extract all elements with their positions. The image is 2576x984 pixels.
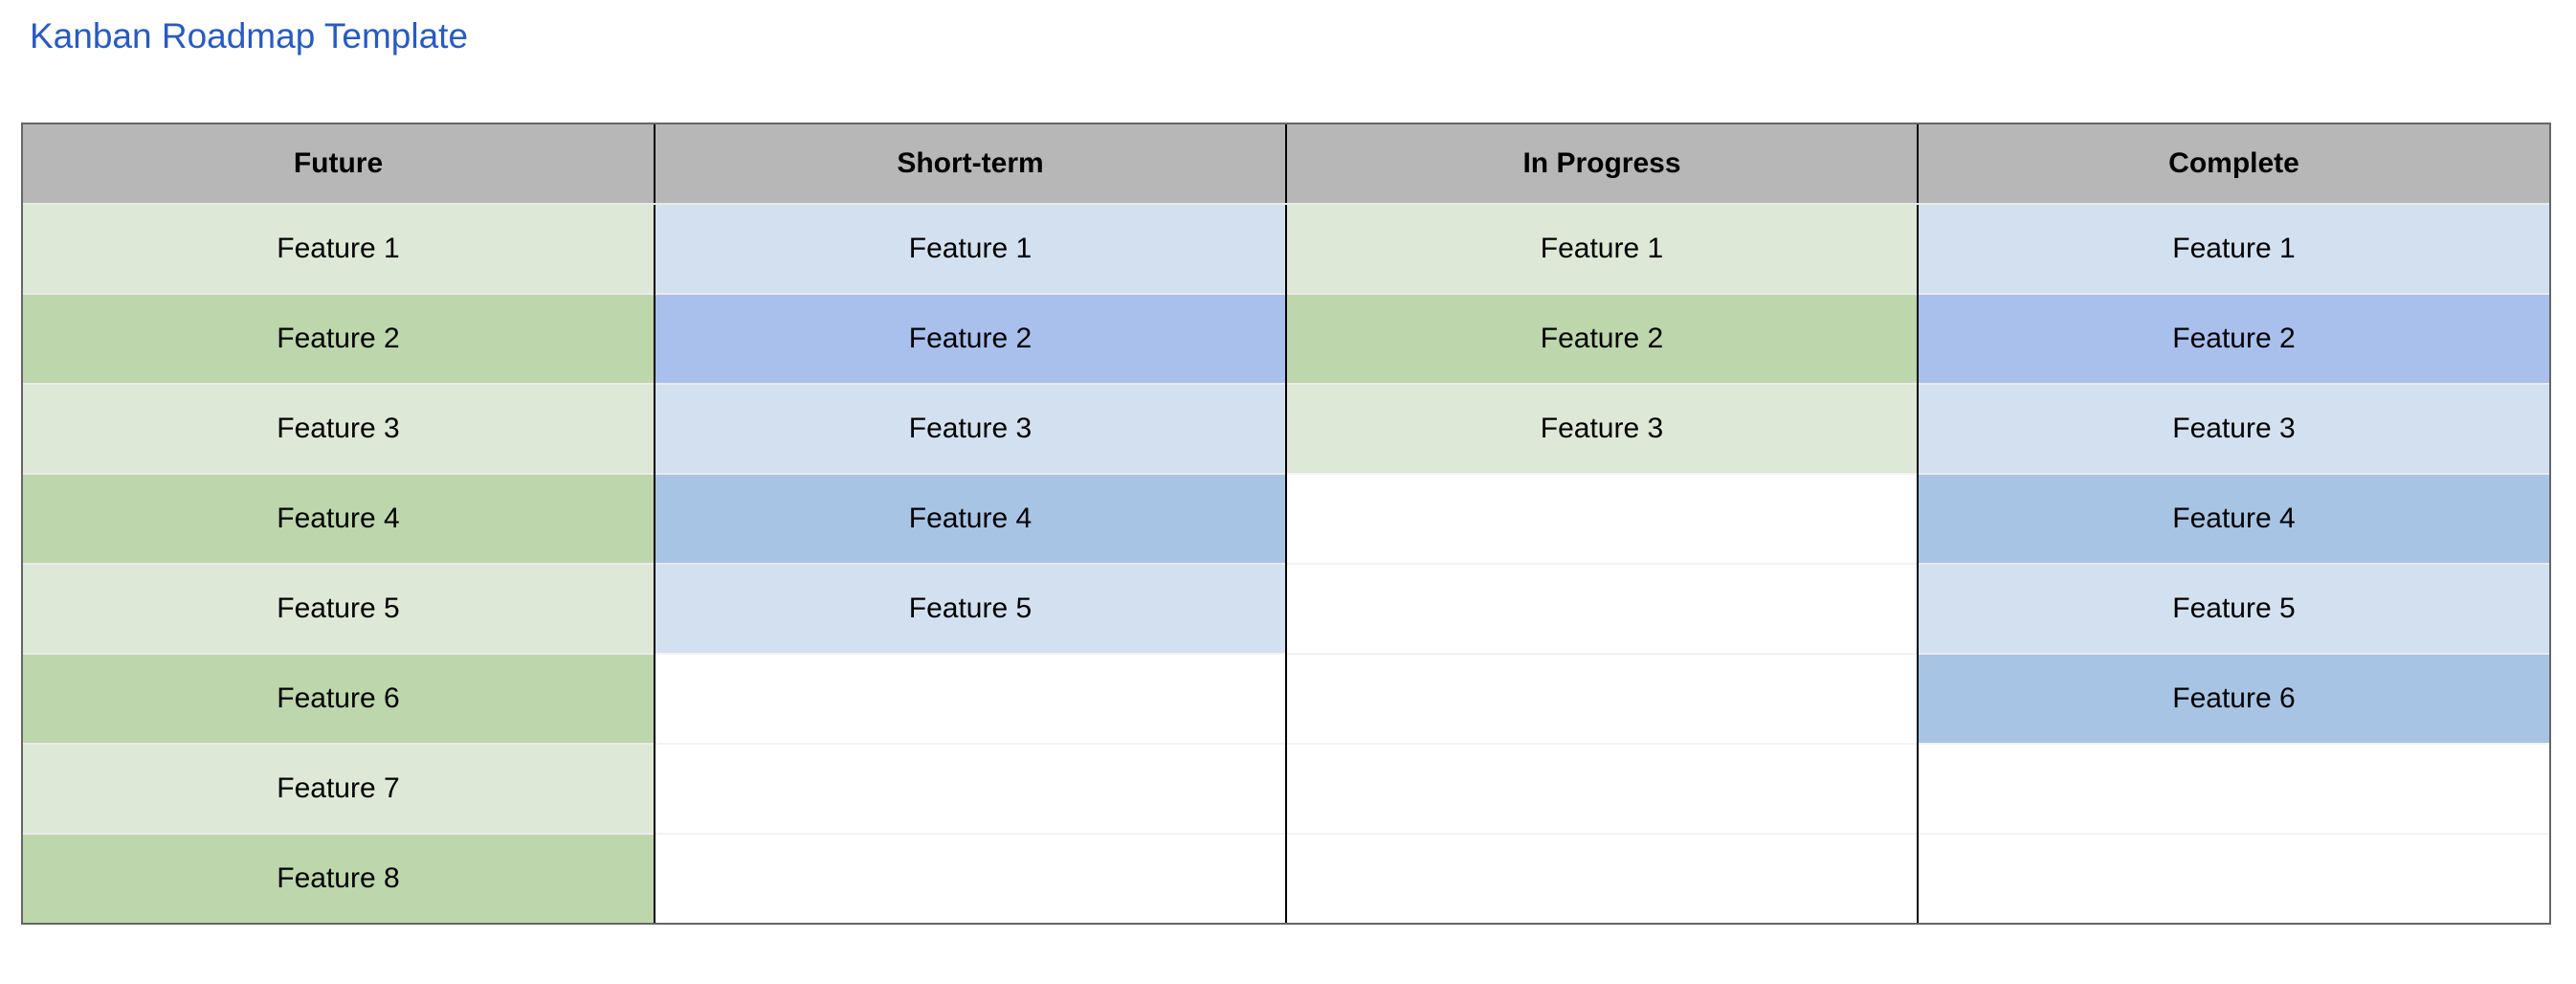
card-future[interactable]: Feature 4 — [23, 473, 655, 564]
empty-cell-in-progress[interactable] — [1285, 833, 1918, 923]
card-short-term[interactable]: Feature 2 — [654, 293, 1286, 384]
card-in-progress[interactable]: Feature 1 — [1285, 204, 1918, 294]
card-future[interactable]: Feature 3 — [23, 383, 655, 474]
card-future[interactable]: Feature 8 — [23, 833, 655, 923]
card-complete[interactable]: Feature 5 — [1917, 563, 2549, 654]
card-complete[interactable]: Feature 4 — [1917, 473, 2549, 564]
empty-cell-short-term[interactable] — [654, 653, 1286, 744]
empty-cell-in-progress[interactable] — [1285, 473, 1918, 564]
card-in-progress[interactable]: Feature 2 — [1285, 293, 1918, 384]
column-header-row: Future Short-term In Progress Complete — [23, 124, 2549, 205]
empty-cell-complete[interactable] — [1917, 743, 2549, 834]
empty-cell-in-progress[interactable] — [1285, 653, 1918, 744]
kanban-table: Future Short-term In Progress Complete F… — [23, 124, 2549, 923]
page-title: Kanban Roadmap Template — [30, 16, 469, 56]
card-future[interactable]: Feature 7 — [23, 743, 655, 834]
empty-cell-short-term[interactable] — [654, 743, 1286, 834]
card-future[interactable]: Feature 6 — [23, 653, 655, 744]
board-row: Feature 7 — [23, 743, 2549, 834]
column-header-future[interactable]: Future — [23, 124, 655, 205]
empty-cell-short-term[interactable] — [654, 833, 1286, 923]
empty-cell-in-progress[interactable] — [1285, 743, 1918, 834]
card-short-term[interactable]: Feature 4 — [654, 473, 1286, 564]
column-header-complete[interactable]: Complete — [1917, 124, 2549, 205]
card-complete[interactable]: Feature 1 — [1917, 204, 2549, 294]
board-row: Feature 6 Feature 6 — [23, 653, 2549, 744]
card-future[interactable]: Feature 5 — [23, 563, 655, 654]
column-header-in-progress[interactable]: In Progress — [1285, 124, 1918, 205]
card-complete[interactable]: Feature 3 — [1917, 383, 2549, 474]
empty-cell-in-progress[interactable] — [1285, 563, 1918, 654]
card-short-term[interactable]: Feature 5 — [654, 563, 1286, 654]
column-header-short-term[interactable]: Short-term — [654, 124, 1286, 205]
card-short-term[interactable]: Feature 1 — [654, 204, 1286, 294]
card-short-term[interactable]: Feature 3 — [654, 383, 1286, 474]
card-in-progress[interactable]: Feature 3 — [1285, 383, 1918, 474]
card-complete[interactable]: Feature 2 — [1917, 293, 2549, 384]
card-complete[interactable]: Feature 6 — [1917, 653, 2549, 744]
empty-cell-complete[interactable] — [1917, 833, 2549, 923]
kanban-board: Future Short-term In Progress Complete F… — [21, 123, 2551, 925]
board-row: Feature 8 — [23, 833, 2549, 923]
card-future[interactable]: Feature 2 — [23, 293, 655, 384]
card-future[interactable]: Feature 1 — [23, 204, 655, 294]
